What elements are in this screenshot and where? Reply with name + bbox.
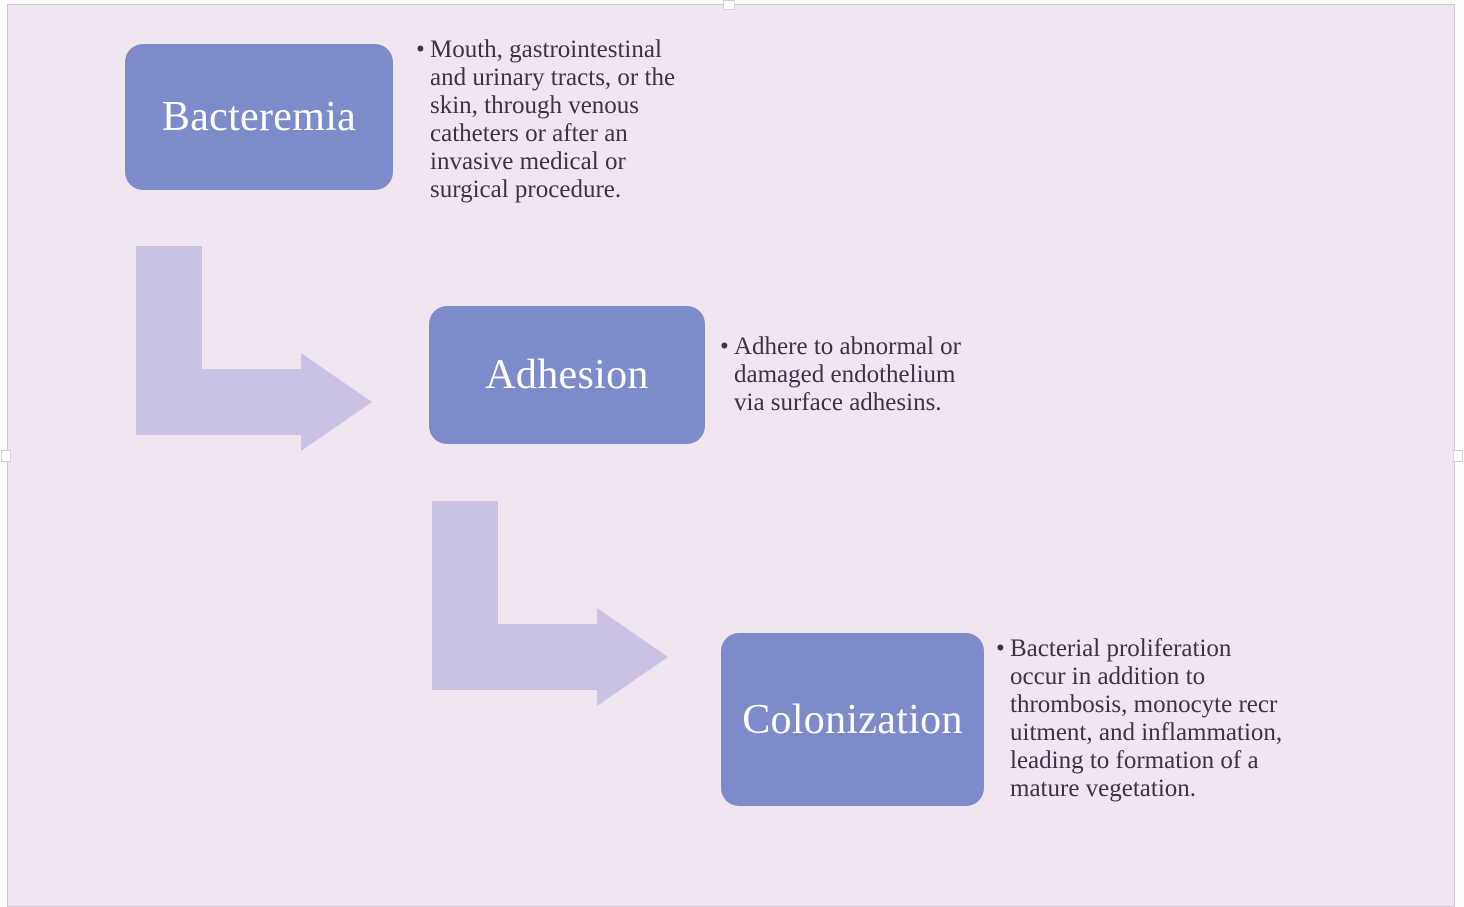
step-title-bacteremia: Bacteremia: [161, 94, 357, 140]
step-title-adhesion: Adhesion: [485, 352, 649, 398]
bullet-marker: •: [416, 36, 425, 63]
resize-handle-top[interactable]: [723, 0, 735, 10]
step-box-bacteremia: Bacteremia: [125, 44, 393, 190]
step-description-adhesion: • Adhere to abnormal or damaged endothel…: [720, 333, 1034, 417]
resize-handle-left[interactable]: [1, 450, 11, 462]
step-description-colonization: • Bacterial proliferation occur in addit…: [996, 635, 1350, 803]
step-title-colonization: Colonization: [742, 696, 963, 743]
step-description-bacteremia: • Mouth, gastrointestinal and urinary tr…: [416, 36, 740, 204]
bullet-text: Adhere to abnormal or damaged endotheliu…: [734, 333, 962, 416]
step-box-colonization: Colonization: [721, 633, 984, 806]
bent-arrow-2: [432, 501, 668, 706]
resize-handle-right[interactable]: [1453, 450, 1463, 462]
bullet-marker: •: [720, 333, 729, 360]
step-box-adhesion: Adhesion: [429, 306, 705, 444]
bullet-text: Mouth, gastrointestinal and urinary trac…: [430, 36, 676, 203]
bullet-marker: •: [996, 635, 1005, 662]
bullet-text: Bacterial proliferation occur in additio…: [1010, 635, 1283, 802]
bent-arrow-1: [136, 246, 372, 451]
